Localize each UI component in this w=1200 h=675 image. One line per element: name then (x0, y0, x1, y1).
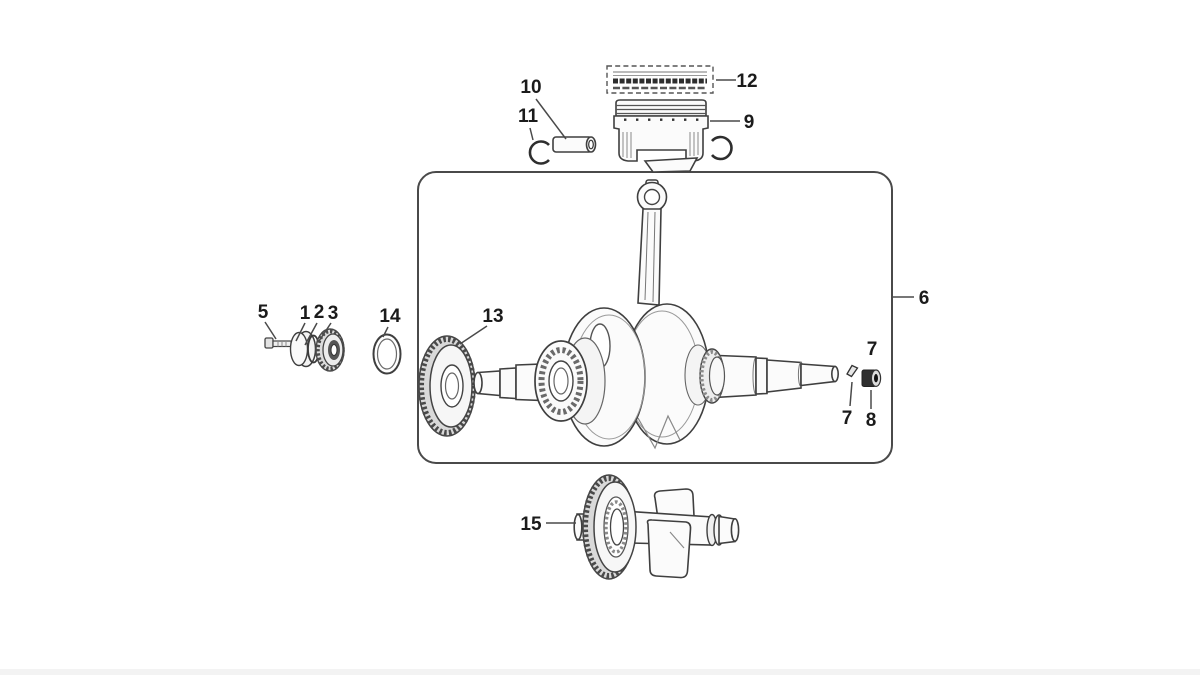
bolt-illustration (264, 337, 292, 349)
connecting-rod-illustration (636, 179, 668, 306)
callout-7-bottom: 7 (842, 381, 853, 429)
callout-label-15: 15 (520, 514, 542, 535)
callout-label-14: 14 (379, 306, 401, 327)
callout-11: 11 (518, 106, 539, 141)
callout-13: 13 (459, 306, 504, 345)
callout-label-12: 12 (736, 71, 757, 92)
crank-right-shaft (752, 357, 839, 395)
balance-shaft-illustration (573, 474, 740, 580)
crank-spacer-collar (699, 348, 726, 404)
callout-label-8: 8 (866, 410, 877, 431)
callout-label-7-bottom: 7 (842, 408, 853, 429)
balance-gear-illustration (582, 474, 637, 580)
piston-pin-illustration (552, 136, 597, 153)
callout-8: 8 (866, 390, 877, 431)
callout-label-2: 2 (314, 302, 325, 323)
callout-9: 9 (710, 112, 754, 133)
callout-14: 14 (379, 306, 401, 338)
crank-left-shaft (473, 363, 544, 402)
piston-illustration (613, 99, 709, 173)
callout-2: 2 (304, 302, 325, 346)
callouts: 5 1 2 3 14 13 10 11 (258, 71, 930, 535)
piston-rings-illustration (606, 65, 714, 94)
primary-gear-illustration (418, 335, 476, 437)
callout-10: 10 (520, 77, 567, 140)
callout-label-10: 10 (520, 77, 541, 98)
callout-label-9: 9 (744, 112, 755, 133)
callout-12: 12 (716, 71, 758, 92)
callout-label-3: 3 (328, 303, 339, 324)
callout-label-1: 1 (300, 303, 311, 324)
callout-label-5: 5 (258, 302, 269, 323)
callout-label-6: 6 (919, 288, 930, 309)
scan-edge (0, 669, 1200, 675)
pinion-gear-illustration (315, 328, 345, 372)
callout-label-7-top: 7 (867, 339, 878, 360)
callout-label-13: 13 (482, 306, 503, 327)
circlip-right-illustration (710, 135, 733, 161)
nut-illustration (861, 369, 882, 387)
circlip-left-illustration (528, 140, 550, 165)
callout-6: 6 (893, 288, 929, 309)
washer-cup-illustration (289, 330, 317, 368)
callout-15: 15 (520, 514, 576, 535)
callout-1: 1 (295, 303, 311, 342)
callout-7-top: 7 (867, 339, 878, 360)
crankshaft-illustration (473, 179, 839, 450)
o-ring-illustration (372, 333, 402, 375)
woodruff-key-illustration (846, 364, 859, 378)
main-bearing-illustration (534, 340, 588, 422)
callout-3: 3 (318, 303, 339, 342)
callout-label-11: 11 (518, 106, 539, 127)
callout-5: 5 (258, 302, 277, 340)
